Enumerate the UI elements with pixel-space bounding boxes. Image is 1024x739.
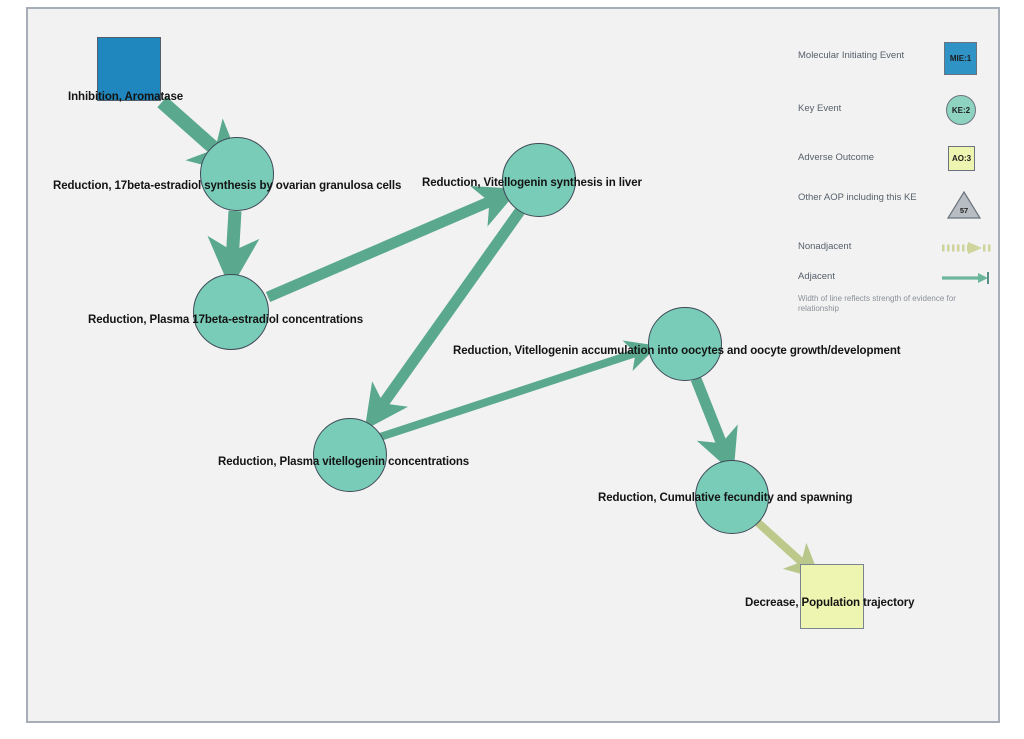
legend-label-nonadjacent: Nonadjacent [798,241,852,252]
edge-ke3-ke4[interactable] [364,207,525,430]
node-mie-inhibition-aromatase[interactable] [97,37,161,101]
adjacent-arrow-icon [942,271,994,290]
legend-row-adverse-outcome: Adverse Outcome AO:3 [798,146,998,186]
node-ke-vitellogenin-synthesis-liver[interactable] [502,143,576,217]
mie-square-glyph-text: MIE:1 [944,42,977,75]
legend-label-other-aop: Other AOP including this KE [798,192,917,203]
edge-layer [157,96,821,580]
edge-ke5-ke6[interactable] [690,376,738,474]
legend-row-molecular-initiating-event: Molecular Initiating Event MIE:1 [798,42,998,88]
nonadjacent-arrow-icon [942,240,994,261]
legend-row-nonadjacent: Nonadjacent [798,238,998,266]
node-ao-population-trajectory[interactable] [800,564,864,629]
legend-row-other-aop: Other AOP including this KE 57 [798,190,998,234]
edge-ke1-ke2[interactable] [207,210,260,290]
node-ke-vitellogenin-accumulation-oocytes[interactable] [648,307,722,381]
aop-canvas[interactable]: Inhibition, Aromatase Reduction, 17beta-… [26,7,1000,723]
legend-note: Width of line reflects strength of evide… [798,294,956,313]
triangle-icon: 57 [946,190,982,220]
legend-row-key-event: Key Event KE:2 [798,95,998,139]
node-ke-17beta-estradiol-synthesis[interactable] [200,137,274,211]
mie-square-icon: MIE:1 [944,42,977,75]
triangle-glyph-text: 57 [959,206,969,215]
edge-ke6-ao1[interactable] [752,517,821,580]
ke-circle-glyph-text: KE:2 [946,95,976,125]
triangle-glyph-shape [946,190,982,219]
legend-row-adjacent: Adjacent [798,268,998,296]
node-ke-plasma-vitellogenin[interactable] [313,418,387,492]
legend: Molecular Initiating Event MIE:1 Key Eve… [798,42,998,317]
legend-label-adjacent: Adjacent [798,271,835,282]
ke-circle-icon: KE:2 [946,95,976,125]
legend-label-key-event: Key Event [798,103,842,114]
edge-ke2-ke3[interactable] [265,186,520,303]
node-ke-plasma-17beta-estradiol[interactable] [193,274,269,350]
ao-square-glyph-text: AO:3 [948,146,975,171]
edge-ke4-ke5[interactable] [378,340,658,441]
ao-square-icon: AO:3 [948,146,975,171]
node-ke-cumulative-fecundity-spawning[interactable] [695,460,769,534]
legend-label-adverse-outcome: Adverse Outcome [798,152,875,163]
legend-label-molecular-initiating-event: Molecular Initiating Event [798,50,905,61]
